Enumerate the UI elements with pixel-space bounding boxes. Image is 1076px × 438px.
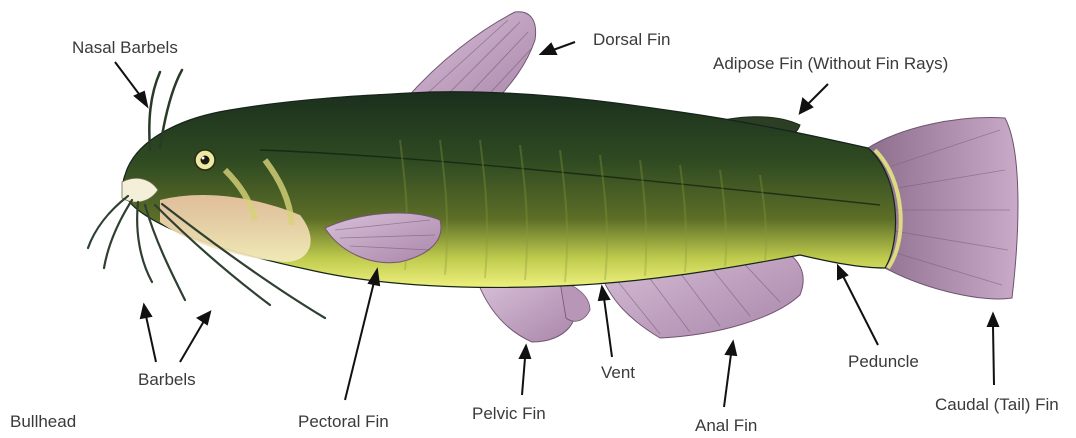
label-pelvic-fin: Pelvic Fin [472,404,546,423]
arrow-adipose-fin [800,84,828,113]
label-barbels: Barbels [138,370,196,389]
label-vent: Vent [601,363,635,382]
arrow-vent [599,287,612,357]
label-anal-fin: Anal Fin [695,416,757,435]
arrow-barbels-right [180,312,210,362]
label-pectoral-fin: Pectoral Fin [298,412,389,431]
eye [195,150,215,170]
label-caudal-fin: Caudal (Tail) Fin [935,395,1059,414]
label-dorsal-fin: Dorsal Fin [593,30,670,49]
label-peduncle: Peduncle [848,352,919,371]
arrow-anal-fin [724,342,736,407]
arrow-pectoral-fin [345,270,379,400]
diagram-title: Bullhead [10,412,76,431]
arrow-caudal-fin [988,314,998,385]
label-adipose-fin: Adipose Fin (Without Fin Rays) [713,54,948,73]
label-nasal-barbels: Nasal Barbels [72,38,178,57]
arrow-nasal-barbels [115,62,147,106]
arrow-barbels-left [141,305,156,362]
arrow-dorsal-fin [541,42,575,54]
arrow-pelvic-fin [520,346,530,395]
arrow-peduncle [838,266,878,345]
